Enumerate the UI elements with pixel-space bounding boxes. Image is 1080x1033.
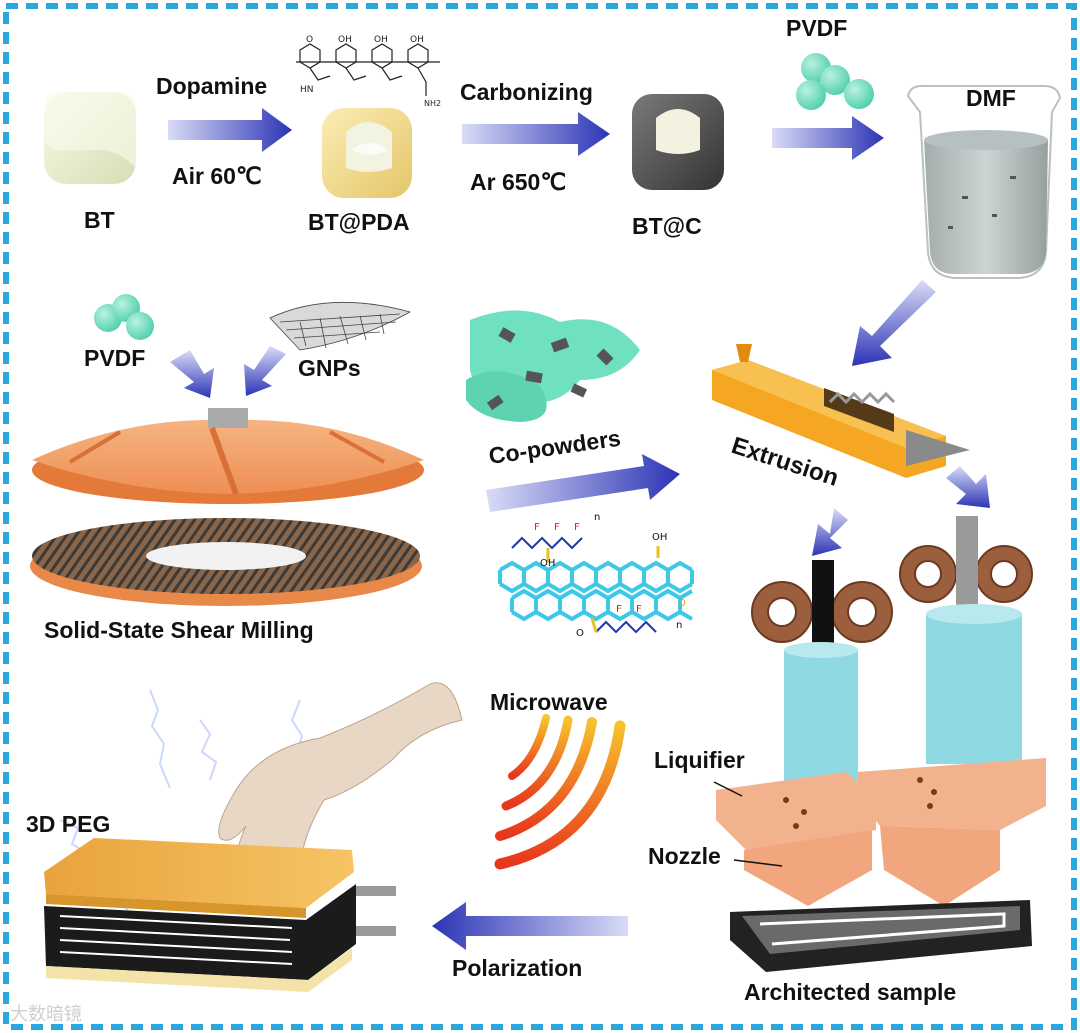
nozzle-pointer [733,859,783,867]
chem-f-label: F [636,604,642,615]
liquifier-cylinder-right [926,604,1022,764]
gear-icon [831,581,893,643]
chem-oh-label: OH [410,35,424,45]
chem-o-label: O [678,598,686,609]
chem-f-label: F [616,604,622,615]
pvdf-chain-icon [511,536,660,634]
pvdf-particles-icon [94,294,154,340]
carbonizing-label: Carbonizing [460,79,593,105]
dmf-label: DMF [966,85,1016,111]
air-temp-label: Air 60℃ [172,163,262,189]
liquifier-label: Liquifier [654,747,745,773]
print-head-left [716,772,876,906]
bt-cube-icon [44,92,136,184]
mill-bottom-disc-icon [30,518,422,606]
gnps-label: GNPs [298,355,361,381]
gear-icon [975,545,1033,603]
arrow-dopamine [168,108,292,152]
gear-icon [751,581,813,643]
chem-nh2-label: NH2 [424,99,441,108]
arrow-to-head-left [812,508,848,556]
bt-c-label: BT@C [632,213,702,239]
chem-n-label: n [676,620,682,631]
arrow-to-dmf [772,116,884,160]
nozzle-label: Nozzle [648,843,721,869]
arrow-polarization [432,902,628,950]
extruder-icon [712,344,970,478]
chem-nh-label: HN [300,85,314,95]
peg-device-icon [44,838,396,992]
arrow-to-extrusion [486,454,680,512]
polarization-label: Polarization [452,955,582,981]
chem-oh-label: OH [652,532,667,543]
chem-f-label: F [554,522,560,533]
chem-oh-label: OH [338,35,352,45]
arrow-to-head-right [946,466,990,508]
mill-top-disc-icon [32,408,424,504]
dashed-frame [3,3,1077,1030]
pda-structure-icon: O OH OH OH HN NH2 [296,35,441,108]
dmf-beaker-icon [906,85,1062,279]
arrow-gnps-in [244,346,286,396]
bt-pda-cube-icon [322,108,412,198]
bt-c-cube-icon [632,94,724,190]
chem-oh-label: OH [540,558,555,569]
peg-label: 3D PEG [26,811,110,837]
pvdf-left-label: PVDF [84,345,145,371]
arrow-carbonizing [462,112,610,156]
architected-label: Architected sample [744,979,956,1005]
co-powders-label: Co-powders [487,425,622,469]
liquifier-pointer [713,781,743,797]
bt-label: BT [84,207,115,233]
co-powders-cluster-icon [466,310,640,422]
chem-f-label: F [534,522,540,533]
filament-black [812,560,834,656]
ar-temp-label: Ar 650℃ [470,169,566,195]
graphene-lattice-icon [498,560,694,622]
liquifier-cylinder-left [784,642,858,782]
pvdf-top-label: PVDF [786,15,847,41]
dopamine-label: Dopamine [156,73,267,99]
chem-o-label: O [576,628,584,639]
milling-label: Solid-State Shear Milling [44,617,314,643]
watermark: 大数暗镜 [10,1004,82,1025]
filament-grey [956,516,978,616]
gnps-mesh-icon [269,301,412,351]
microwave-waves-icon [494,714,626,870]
arrow-pvdf-in [170,350,214,398]
chem-oh-label: OH [374,35,388,45]
print-head-right [858,758,1046,906]
arrow-to-extruder [852,280,936,366]
microwave-label: Microwave [490,689,608,715]
chem-f-label: F [574,522,580,533]
gear-icon [899,545,957,603]
bt-pda-label: BT@PDA [308,209,410,235]
chem-o-label: O [306,35,313,45]
pvdf-particles-icon [796,53,874,110]
chem-n-label: n [594,512,600,523]
architected-sample-icon [730,900,1032,972]
